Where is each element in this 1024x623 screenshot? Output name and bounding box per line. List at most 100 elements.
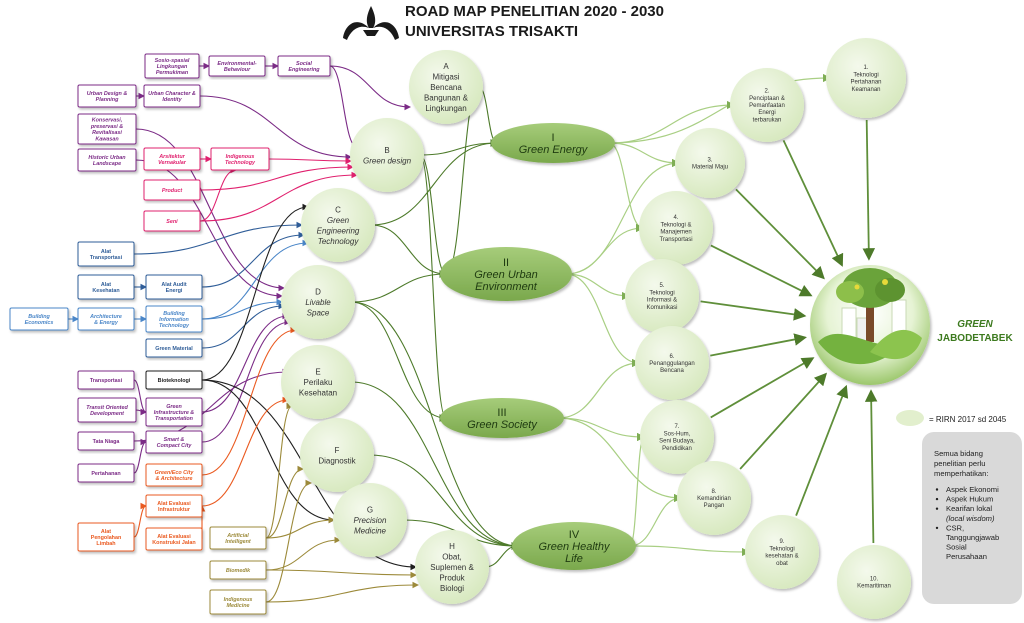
legend-swatch [896, 410, 924, 426]
box-label: Infrastruktur [158, 507, 191, 513]
box-label: Landscape [93, 161, 121, 167]
box-label: Compact City [157, 443, 193, 449]
box-envbeh: Environmental-Behaviour [208, 55, 266, 77]
box-frame [77, 463, 135, 483]
note-item-line: Aspek Hukum [946, 495, 993, 504]
connector-arrow [710, 333, 807, 357]
rirn-label: Kemandirian [697, 496, 731, 502]
rirn-shape [635, 326, 709, 400]
box-label: Vernakular [158, 160, 187, 166]
box-label: Limbah [96, 541, 115, 547]
note-item-line: Aspek Ekonomi [946, 485, 999, 494]
box-frame [77, 431, 135, 451]
rirn-label: 2. [764, 89, 769, 95]
box-label: Lingkungan [157, 64, 188, 70]
rirn-label: Komunikasi [646, 305, 677, 311]
box-label: Identity [162, 97, 182, 103]
box-frame [77, 522, 135, 552]
rirn-label: Transportasi [659, 237, 692, 243]
box-frame [145, 494, 203, 518]
circle-shape [415, 530, 489, 604]
circle-label: Biologi [440, 584, 464, 593]
rirn-label: Bencana [660, 368, 684, 374]
circle-label: C [335, 205, 341, 214]
bullet-icon [935, 488, 939, 491]
box-konservasi: Konservasi,preservasi &RevitalisasiKawas… [77, 113, 137, 145]
connector-arrow [350, 301, 520, 550]
connector-arrow [133, 221, 304, 255]
connector-arrow [268, 157, 353, 165]
theme-label: Green Urban [474, 269, 538, 281]
box-label: Planning [96, 97, 119, 103]
box-smartcity: Smart &Compact City [145, 430, 203, 454]
box-label: Building [163, 311, 185, 317]
box-label: Environmental- [217, 61, 256, 67]
theme-shape [512, 522, 636, 570]
connector-arrow [201, 396, 290, 507]
circle-shape [301, 188, 375, 262]
rirn-label: 10. [870, 576, 879, 582]
connector-arrow [608, 142, 681, 168]
rirn-circle-2: 2.Penciptaan &PemanfaatanEnergiterbaruka… [730, 68, 804, 142]
circle-label: Livable [305, 298, 331, 307]
box-frame [209, 526, 267, 550]
box-frame [9, 307, 69, 331]
box-label: Alat Evaluasi [157, 534, 191, 540]
circle-shape [409, 50, 483, 124]
rirn-label: Seni Budaya, [659, 439, 695, 445]
rirn-label: Teknologi [853, 72, 878, 78]
connector-arrow [199, 95, 353, 161]
box-frame [145, 430, 203, 454]
theme-label: IV [569, 529, 580, 541]
connector-arrow [201, 231, 306, 288]
connector-arrow [565, 273, 631, 301]
box-frame [77, 307, 135, 331]
box-label: Social [296, 61, 312, 67]
box-transportasi: Transportasi [77, 370, 135, 390]
box-label: Bioteknologi [158, 378, 191, 384]
page-subtitle: UNIVERSITAS TRISAKTI [405, 23, 578, 40]
connector-arrow [864, 389, 878, 544]
box-frame [77, 84, 137, 108]
connector-arrow [199, 171, 359, 222]
box-label: Building [28, 314, 50, 320]
box-frame [143, 210, 201, 232]
box-product: Product [143, 179, 201, 201]
box-label: Alat [101, 249, 111, 255]
box-label: Alat Audit [161, 282, 186, 288]
box-label: Alat Evaluasi [157, 501, 191, 507]
box-label: Historic Urban [88, 155, 126, 161]
box-label: Intelligent [225, 539, 251, 545]
box-frame [145, 527, 203, 551]
rirn-label: 4. [673, 215, 678, 221]
box-label: Seni [166, 219, 178, 225]
box-frame [144, 53, 200, 79]
rirn-label: Material Maju [692, 165, 728, 171]
box-label: Medicine [226, 603, 249, 609]
note-item-line: Sosial [946, 543, 967, 552]
box-label: Alat [101, 282, 111, 288]
box-label: Green Material [155, 346, 193, 352]
box-frame [77, 241, 135, 267]
box-frame [145, 397, 203, 427]
connector-arrow [782, 139, 844, 267]
theme-label: Green Energy [519, 144, 589, 156]
circle-label: A [443, 62, 449, 71]
note-intro-line: Semua bidang [934, 449, 983, 458]
connector-arrow [133, 438, 148, 474]
university-logo [343, 6, 399, 40]
bullet-icon [935, 526, 939, 530]
box-label: Technology [159, 323, 190, 329]
box-seni: Seni [143, 210, 201, 232]
box-label: Green [166, 404, 182, 410]
